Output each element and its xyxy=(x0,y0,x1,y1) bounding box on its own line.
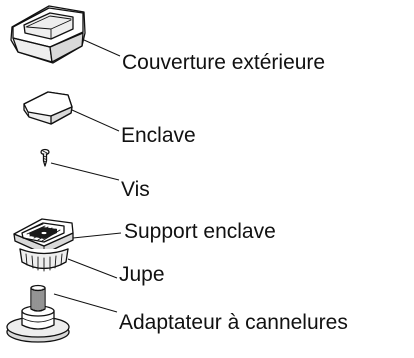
insert-holder-leader xyxy=(72,232,122,239)
insert-leader xyxy=(71,109,120,132)
outer-cover-leader xyxy=(83,39,121,57)
screw-label: Vis xyxy=(121,178,150,201)
insert-holder-illustration xyxy=(13,218,74,255)
skirt-illustration xyxy=(19,248,69,272)
screw-leader xyxy=(50,162,120,181)
spline-adapter-label: Adaptateur à cannelures xyxy=(119,311,348,334)
outer-cover-label: Couverture extérieure xyxy=(122,51,325,74)
spline-adapter-leader xyxy=(53,293,118,313)
insert-illustration xyxy=(23,91,73,125)
outer-cover-illustration xyxy=(10,5,86,64)
skirt-leader xyxy=(67,258,118,279)
insert-holder-label: Support enclave xyxy=(124,220,276,243)
spline-adapter-illustration xyxy=(6,284,70,343)
skirt-label: Jupe xyxy=(119,263,165,286)
insert-label: Enclave xyxy=(121,124,196,147)
screw-illustration xyxy=(40,148,50,167)
